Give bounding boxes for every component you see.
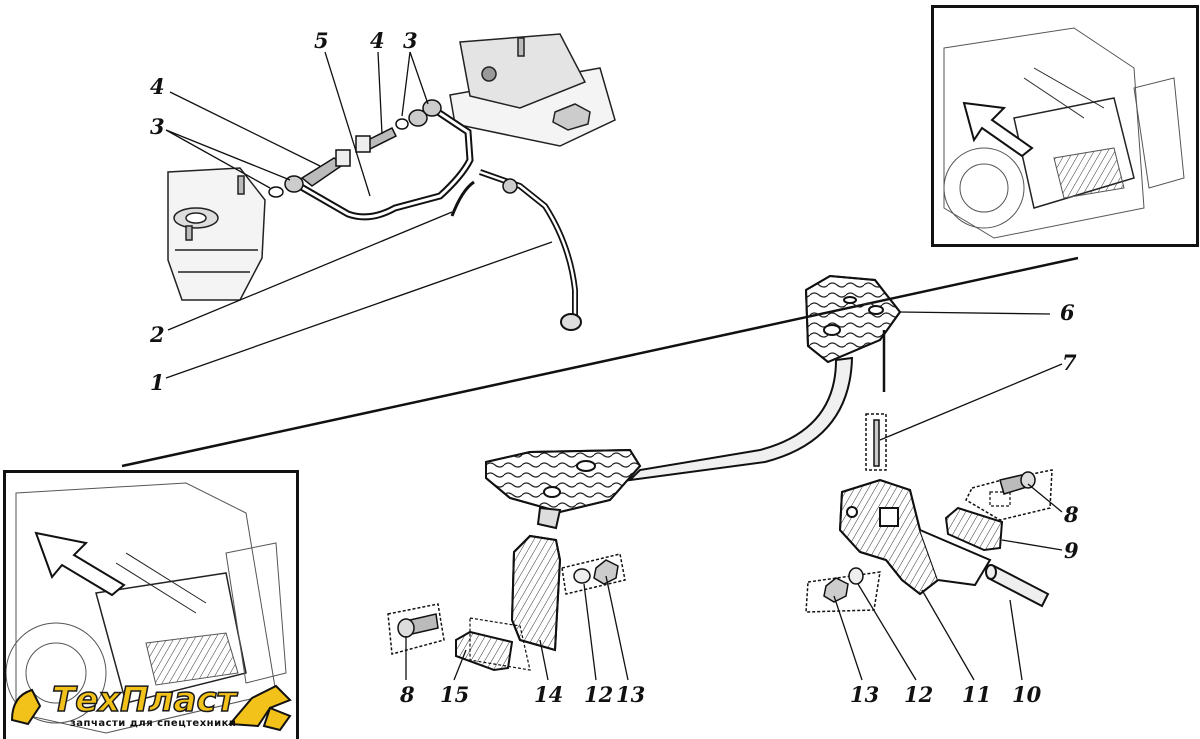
callout-2: 2 xyxy=(150,322,165,347)
leader-lines-lower xyxy=(405,311,1063,681)
callout-3-left: 3 xyxy=(150,114,165,139)
rod-5 xyxy=(294,105,474,221)
divider-line xyxy=(121,256,1079,468)
inset-drawing-bottom xyxy=(6,482,287,734)
pin-10 xyxy=(985,564,1050,608)
callout-4-right: 4 xyxy=(370,28,385,53)
inset-arrow-icon xyxy=(962,101,1034,158)
callout-11: 11 xyxy=(962,682,992,707)
hose-2 xyxy=(450,180,475,217)
pedal-6 xyxy=(485,274,902,530)
callout-5: 5 xyxy=(314,28,329,53)
inset-overview-top-right xyxy=(931,5,1199,247)
callout-4-left: 4 xyxy=(150,74,165,99)
callout-13-left: 13 xyxy=(616,682,646,707)
right-engine-mount xyxy=(449,33,616,147)
callout-12-left: 12 xyxy=(584,682,614,707)
bolt-8-right xyxy=(965,469,1053,521)
callout-15: 15 xyxy=(440,682,470,707)
bolt-8-left xyxy=(387,603,445,655)
left-engine-mount xyxy=(167,167,266,301)
inset-overview-bottom-left xyxy=(3,470,299,739)
excavator-icon xyxy=(10,684,292,732)
callout-10: 10 xyxy=(1012,682,1042,707)
bracket-11 xyxy=(838,478,992,596)
plate-15 xyxy=(455,617,531,672)
callout-9: 9 xyxy=(1064,538,1079,563)
callout-14: 14 xyxy=(534,682,564,707)
callout-6: 6 xyxy=(1060,300,1075,325)
inset-drawing-top xyxy=(943,27,1185,239)
hose-1 xyxy=(479,169,582,331)
techplast-logo: ТехПласт запчасти для спецтехники xyxy=(8,676,298,734)
callout-7: 7 xyxy=(1062,350,1077,375)
part-14 xyxy=(510,534,562,652)
callout-13-right: 13 xyxy=(850,682,880,707)
inset-arrow-icon-bottom xyxy=(34,531,126,597)
nut-washer-left xyxy=(561,553,626,595)
logo-tagline: запчасти для спецтехники xyxy=(70,718,237,729)
plate-9 xyxy=(944,491,1011,552)
logo-name: ТехПласт xyxy=(51,679,237,721)
bolt-7 xyxy=(865,413,887,471)
callout-12-right: 12 xyxy=(904,682,934,707)
callout-1: 1 xyxy=(150,370,165,395)
leader-lines-top xyxy=(165,51,553,379)
callout-8-right: 8 xyxy=(1064,502,1079,527)
callout-8-left: 8 xyxy=(400,682,415,707)
callout-3-right: 3 xyxy=(403,28,418,53)
nut-washer-right xyxy=(805,567,881,613)
